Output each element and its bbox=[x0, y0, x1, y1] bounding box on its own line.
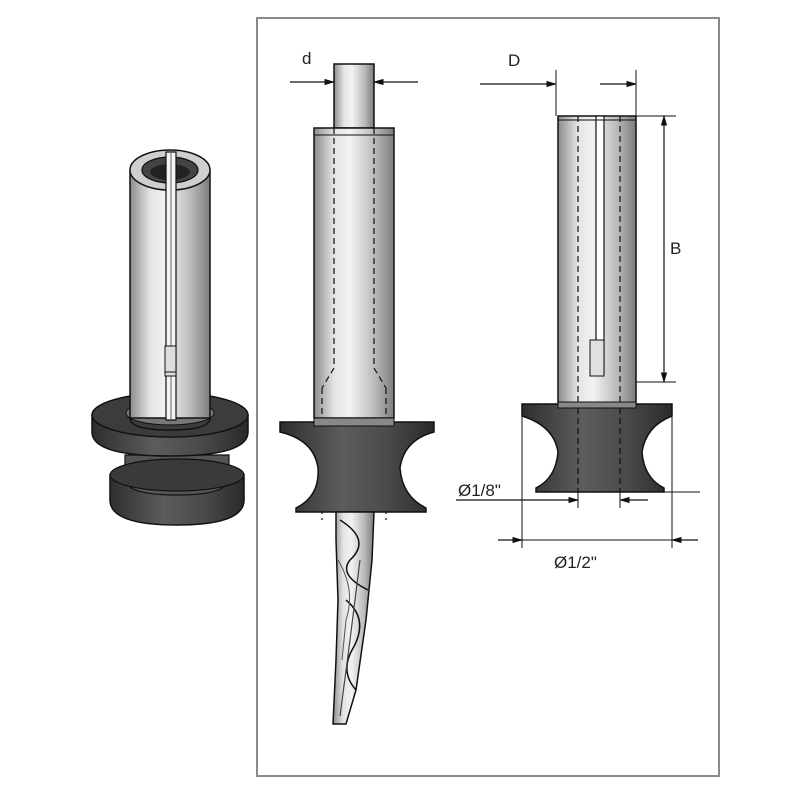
dimension-outer-diameter bbox=[498, 416, 698, 548]
dimension-B bbox=[636, 114, 676, 384]
dimension-D bbox=[480, 70, 638, 116]
perspective-view bbox=[91, 149, 249, 526]
label-d: d bbox=[302, 49, 311, 68]
collet-3d bbox=[129, 149, 211, 431]
dimension-view: D B Ø1/8" Ø1/2" bbox=[456, 51, 700, 572]
label-outer-diameter: Ø1/2" bbox=[554, 553, 597, 572]
label-D: D bbox=[508, 51, 520, 70]
collet-body bbox=[313, 127, 395, 419]
label-inner-diameter: Ø1/8" bbox=[458, 481, 501, 500]
bearing-3d bbox=[91, 392, 249, 526]
assembly-view: d bbox=[279, 49, 435, 725]
bit-shank bbox=[333, 63, 375, 129]
label-B: B bbox=[670, 239, 681, 258]
router-bit bbox=[332, 511, 375, 725]
dimension-inner-diameter bbox=[456, 491, 700, 508]
bearing-section bbox=[279, 421, 435, 513]
